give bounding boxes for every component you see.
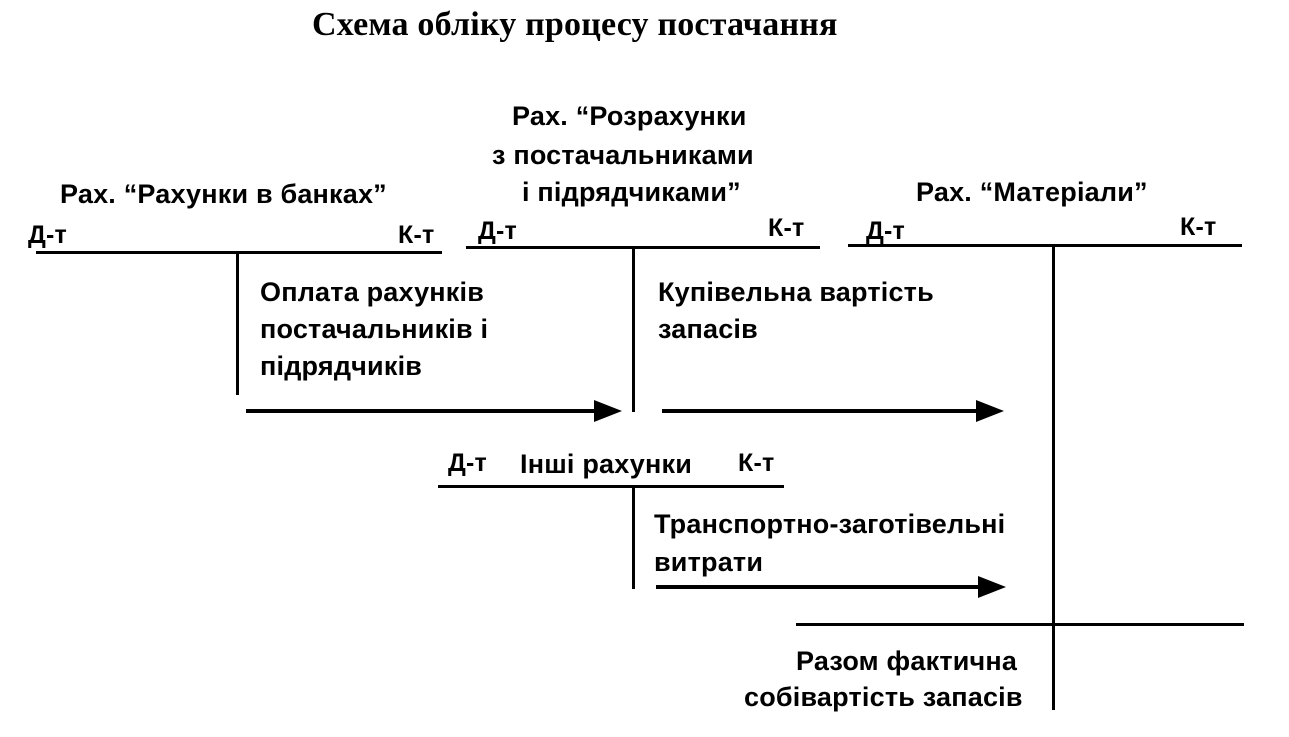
account-suppliers-title-line-2: з постачальниками: [492, 140, 754, 170]
account-other-debit-label: Д-т: [448, 449, 487, 477]
account-banks-t-vertical: [236, 251, 239, 395]
account-materials-t-horizontal: [848, 244, 1242, 247]
account-materials-debit-label: Д-т: [866, 217, 905, 245]
suppliers-entry-line-2: запасів: [658, 314, 758, 344]
materials-total-line-2: собівартість запасів: [744, 682, 1023, 712]
account-other-t-horizontal: [438, 485, 784, 488]
arrow-suppliers-to-materials: [662, 400, 1004, 422]
account-suppliers-credit-label: К-т: [768, 214, 805, 242]
materials-total-line-1: Разом фактична: [796, 646, 1018, 676]
other-entry-line-2: витрати: [654, 547, 764, 577]
diagram-title: Схема обліку процесу постачання: [312, 6, 838, 43]
banks-entry-line-3: підрядчиків: [260, 351, 423, 381]
arrow-banks-to-suppliers: [246, 400, 622, 422]
banks-entry-line-2: постачальників і: [260, 314, 489, 344]
account-other-credit-label: К-т: [738, 449, 775, 477]
account-banks-debit-label: Д-т: [28, 221, 67, 249]
account-materials-t-vertical: [1052, 244, 1055, 710]
account-suppliers-t-horizontal: [466, 246, 820, 249]
account-other-t-vertical: [632, 485, 635, 589]
account-materials-credit-label: К-т: [1180, 213, 1217, 241]
banks-entry-line-1: Оплата рахунків: [260, 277, 485, 307]
account-suppliers-t-vertical: [632, 246, 635, 412]
account-banks-credit-label: К-т: [398, 221, 435, 249]
suppliers-entry-line-1: Купівельна вартість: [658, 277, 934, 307]
account-suppliers-title-line-1: Рах. “Розрахунки: [512, 101, 747, 131]
account-materials-title: Рах. “Матеріали”: [916, 177, 1148, 207]
account-banks-title: Рах. “Рахунки в банках”: [60, 179, 387, 209]
account-banks-t-horizontal: [36, 251, 442, 254]
other-entry-line-1: Транспортно-заготівельні: [654, 509, 1006, 539]
arrow-other-to-materials: [656, 576, 1006, 598]
account-suppliers-debit-label: Д-т: [478, 217, 517, 245]
materials-total-line: [796, 623, 1244, 626]
account-suppliers-title-line-3: і підрядчиками”: [522, 177, 741, 207]
account-other-title: Інші рахунки: [520, 449, 693, 479]
